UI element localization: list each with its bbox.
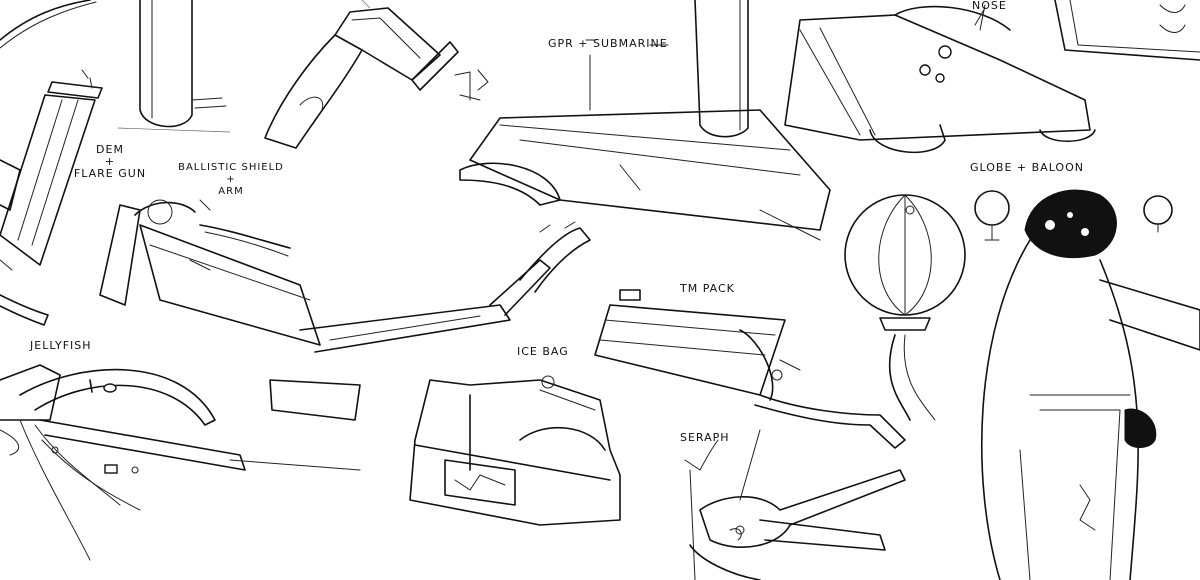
tall-pillar-sketch (694, 0, 749, 138)
balloon-sketch (844, 194, 966, 421)
label-globe-balloon: GLOBE + BALOON (970, 161, 1084, 174)
label-nose: NOSE (972, 0, 1007, 12)
gpr-submarine-sketch (459, 54, 831, 241)
tm-pack-sketch (594, 289, 906, 449)
small-globes (974, 190, 1173, 241)
jellyfish-sketch (0, 364, 361, 561)
seraph-sketch (684, 429, 906, 580)
ice-bag-sketch (409, 375, 621, 526)
dem-flare-gun-sketch (0, 69, 103, 326)
book-sketch (1054, 0, 1200, 61)
nose-device-sketch (784, 4, 1096, 154)
label-seraph: SERAPH (680, 431, 730, 444)
label-ice-bag: ICE BAG (517, 345, 569, 358)
pillar-sketch (117, 0, 231, 133)
figure-helmet-sketch (981, 189, 1200, 580)
rotated-device-sketch (264, 0, 459, 149)
compass-marks (454, 69, 489, 101)
top-left-arc (0, 0, 91, 41)
ballistic-shield-arm-sketch (99, 199, 591, 421)
label-tm-pack: TM PACK (680, 282, 735, 295)
label-gpr-submarine: GPR + SUBMARINE (548, 37, 668, 50)
label-ballistic-shield-arm: BALLISTIC SHIELD + ARM (178, 162, 284, 197)
label-dem-flare-gun: DEM + FLARE GUN (73, 143, 147, 180)
label-jellyfish: JELLYFISH (30, 339, 92, 352)
